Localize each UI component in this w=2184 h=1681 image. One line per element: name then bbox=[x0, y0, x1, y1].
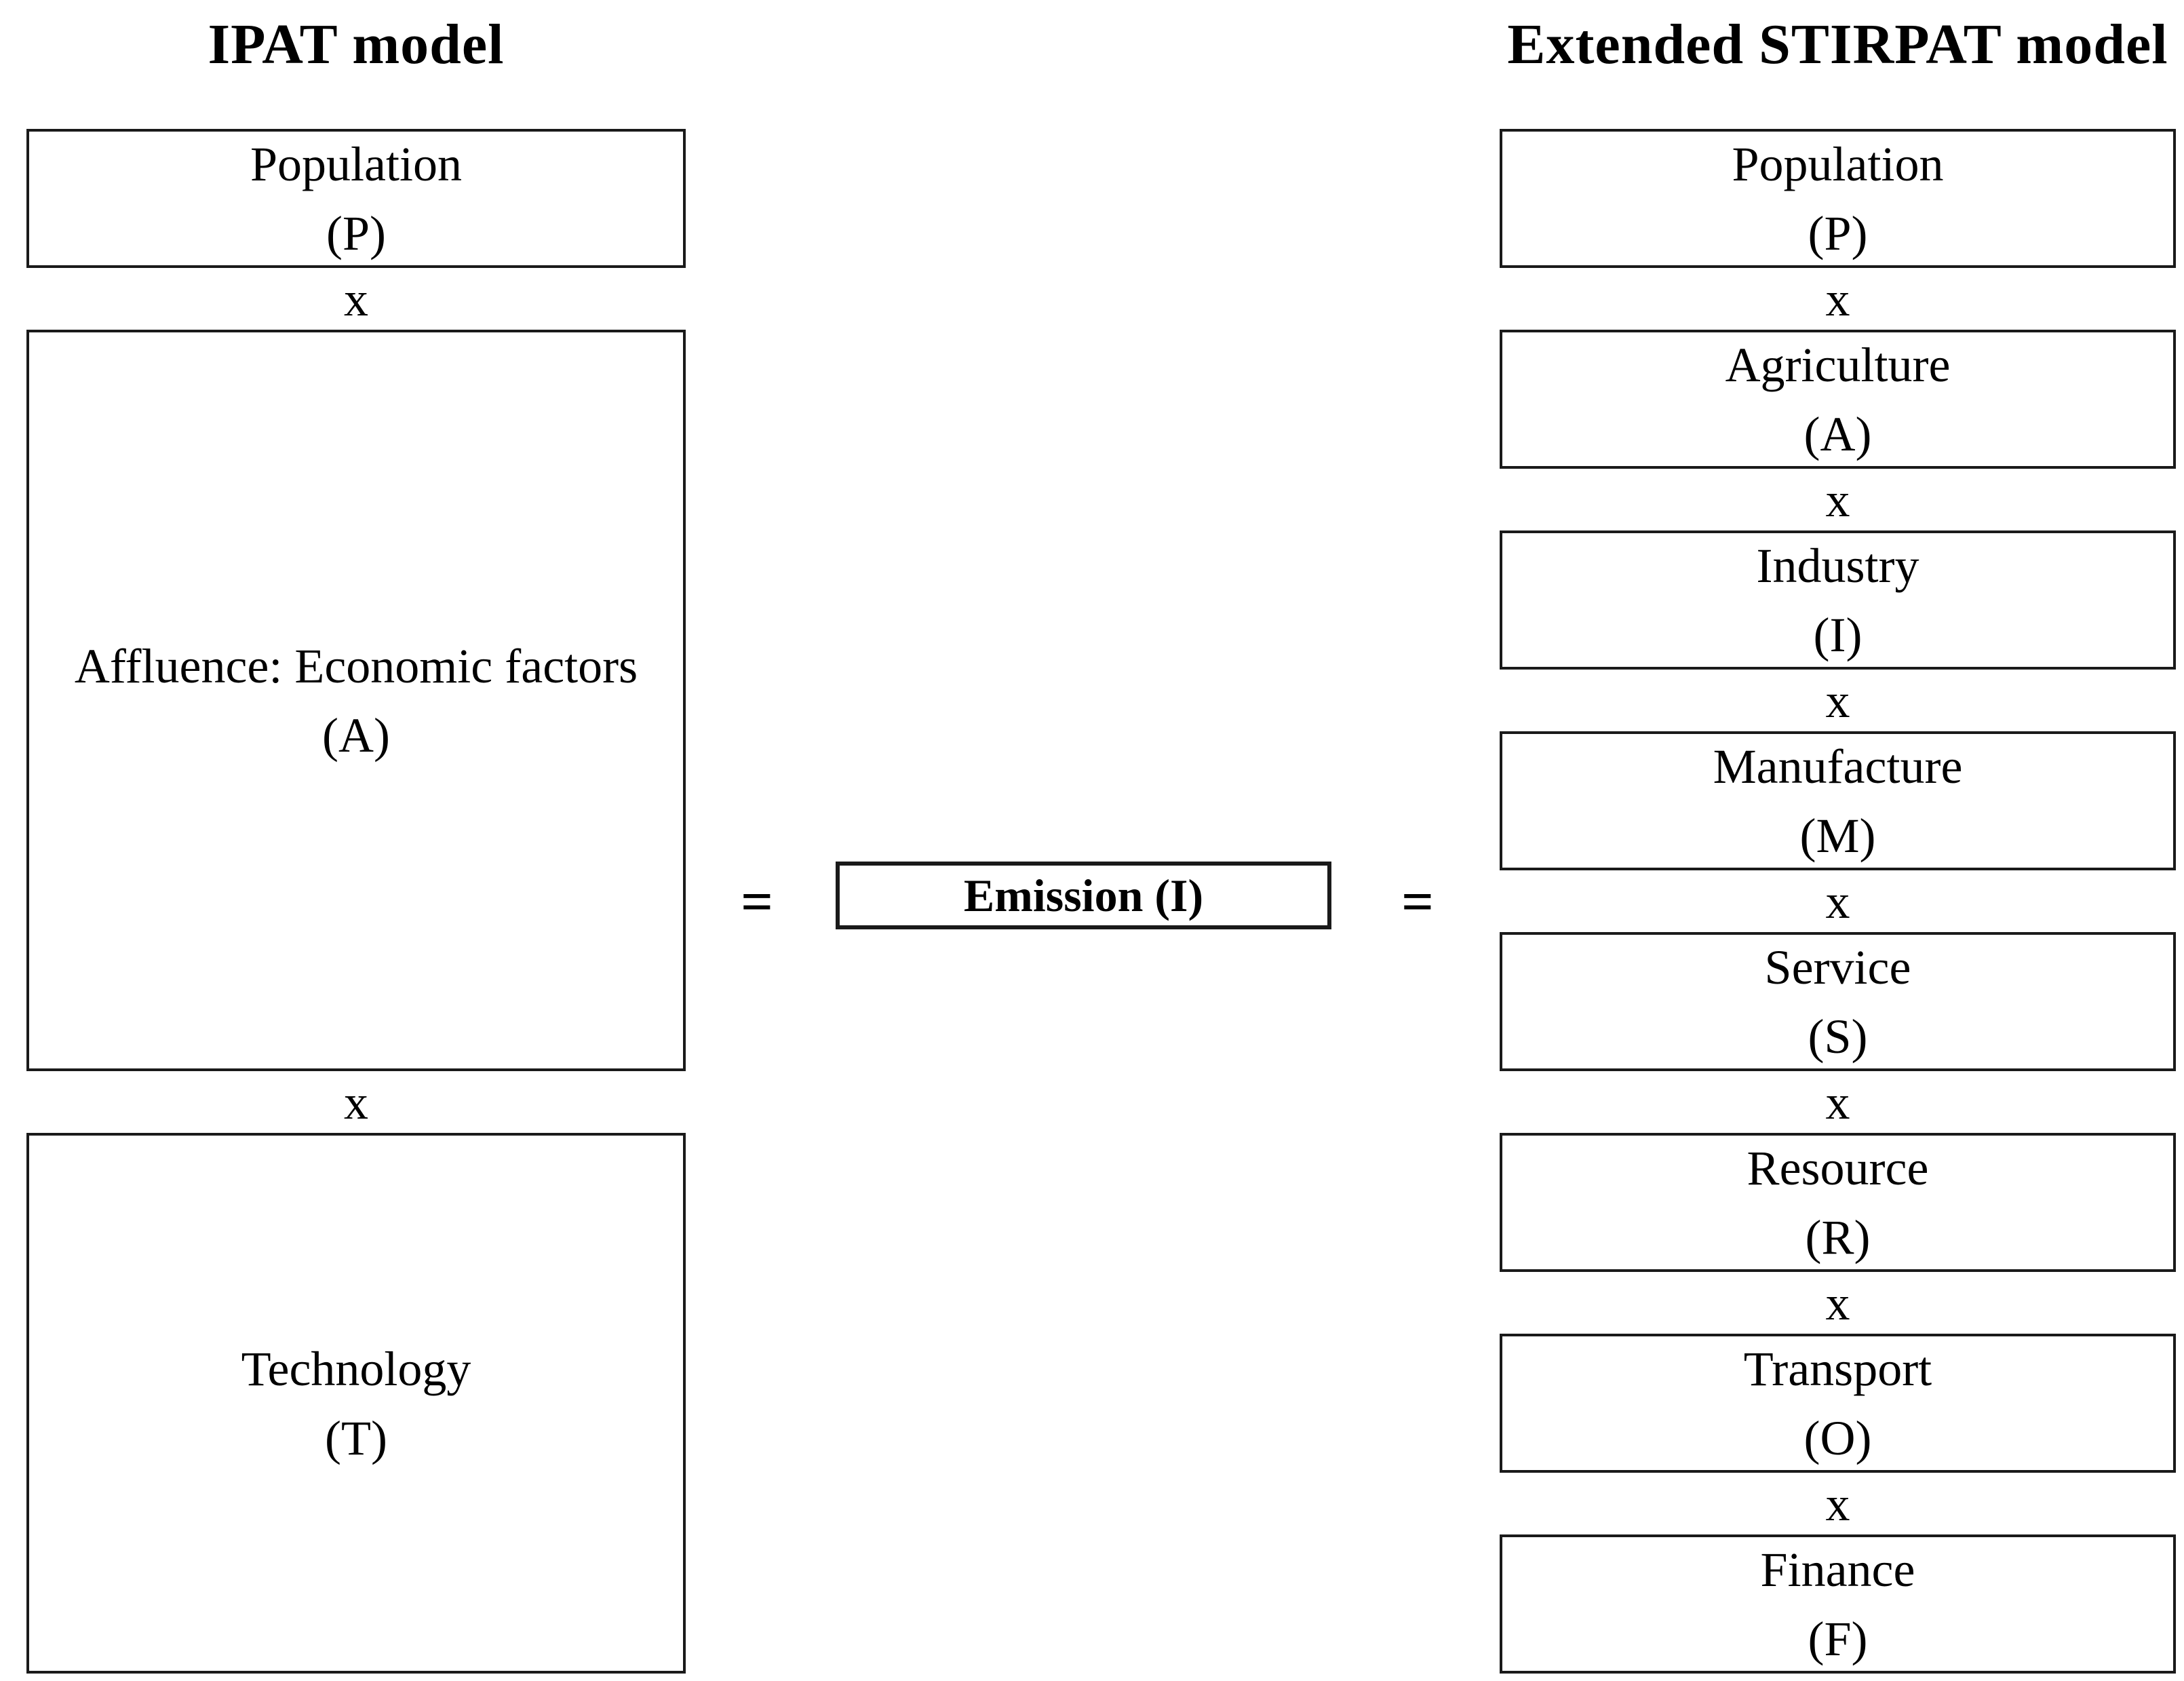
stirpat-resource-box: Resource (R) bbox=[1500, 1133, 2176, 1272]
multiply-sign: x bbox=[344, 1075, 368, 1129]
equals-sign-right: = bbox=[1401, 870, 1434, 933]
ipat-model-title: IPAT model bbox=[208, 12, 505, 76]
ipat-technology-box: Technology (T) bbox=[26, 1133, 686, 1674]
box-symbol-label: (P) bbox=[1808, 206, 1868, 260]
multiply-sign: x bbox=[1825, 1476, 1850, 1531]
box-name-label: Finance bbox=[1760, 1542, 1915, 1597]
box-symbol-label: (O) bbox=[1803, 1410, 1872, 1465]
box-symbol-label: (M) bbox=[1799, 808, 1876, 863]
stirpat-model-title: Extended STIRPAT model bbox=[1507, 12, 2168, 76]
stirpat-population-box: Population (P) bbox=[1500, 129, 2176, 268]
box-name-label: Service bbox=[1764, 940, 1911, 994]
multiply-sign: x bbox=[1825, 1075, 1850, 1129]
box-name-label: Manufacture bbox=[1713, 739, 1963, 794]
box-name-label: Affluence: Economic factors bbox=[74, 638, 638, 693]
stirpat-transport-box: Transport (O) bbox=[1500, 1334, 2176, 1473]
stirpat-service-box: Service (S) bbox=[1500, 932, 2176, 1071]
equals-sign-left: = bbox=[741, 870, 773, 933]
box-name-label: Transport bbox=[1743, 1341, 1932, 1396]
multiply-sign: x bbox=[1825, 874, 1850, 929]
box-symbol-label: (R) bbox=[1805, 1210, 1871, 1264]
box-name-label: Technology bbox=[241, 1341, 471, 1396]
stirpat-manufacture-box: Manufacture (M) bbox=[1500, 731, 2176, 870]
box-name-label: Agriculture bbox=[1725, 337, 1951, 392]
box-name-label: Population bbox=[250, 136, 462, 191]
box-symbol-label: (A) bbox=[322, 708, 390, 762]
emission-label: Emission (I) bbox=[963, 869, 1204, 921]
box-symbol-label: (P) bbox=[326, 206, 386, 260]
multiply-sign: x bbox=[1825, 673, 1850, 728]
box-symbol-label: (F) bbox=[1808, 1611, 1868, 1666]
multiply-sign: x bbox=[1825, 1275, 1850, 1330]
box-symbol-label: (T) bbox=[325, 1410, 387, 1465]
ipat-population-box: Population (P) bbox=[26, 129, 686, 268]
box-name-label: Population bbox=[1732, 136, 1944, 191]
box-symbol-label: (I) bbox=[1813, 607, 1863, 662]
box-name-label: Resource bbox=[1747, 1140, 1929, 1195]
multiply-sign: x bbox=[1825, 271, 1850, 326]
stirpat-agriculture-box: Agriculture (A) bbox=[1500, 330, 2176, 469]
ipat-affluence-box: Affluence: Economic factors (A) bbox=[26, 330, 686, 1071]
box-symbol-label: (S) bbox=[1808, 1009, 1868, 1064]
emission-box: Emission (I) bbox=[836, 862, 1331, 929]
multiply-sign: x bbox=[1825, 472, 1850, 527]
stirpat-industry-box: Industry (I) bbox=[1500, 530, 2176, 670]
box-name-label: Industry bbox=[1756, 538, 1919, 593]
multiply-sign: x bbox=[344, 271, 368, 326]
stirpat-finance-box: Finance (F) bbox=[1500, 1534, 2176, 1674]
box-symbol-label: (A) bbox=[1803, 406, 1872, 461]
